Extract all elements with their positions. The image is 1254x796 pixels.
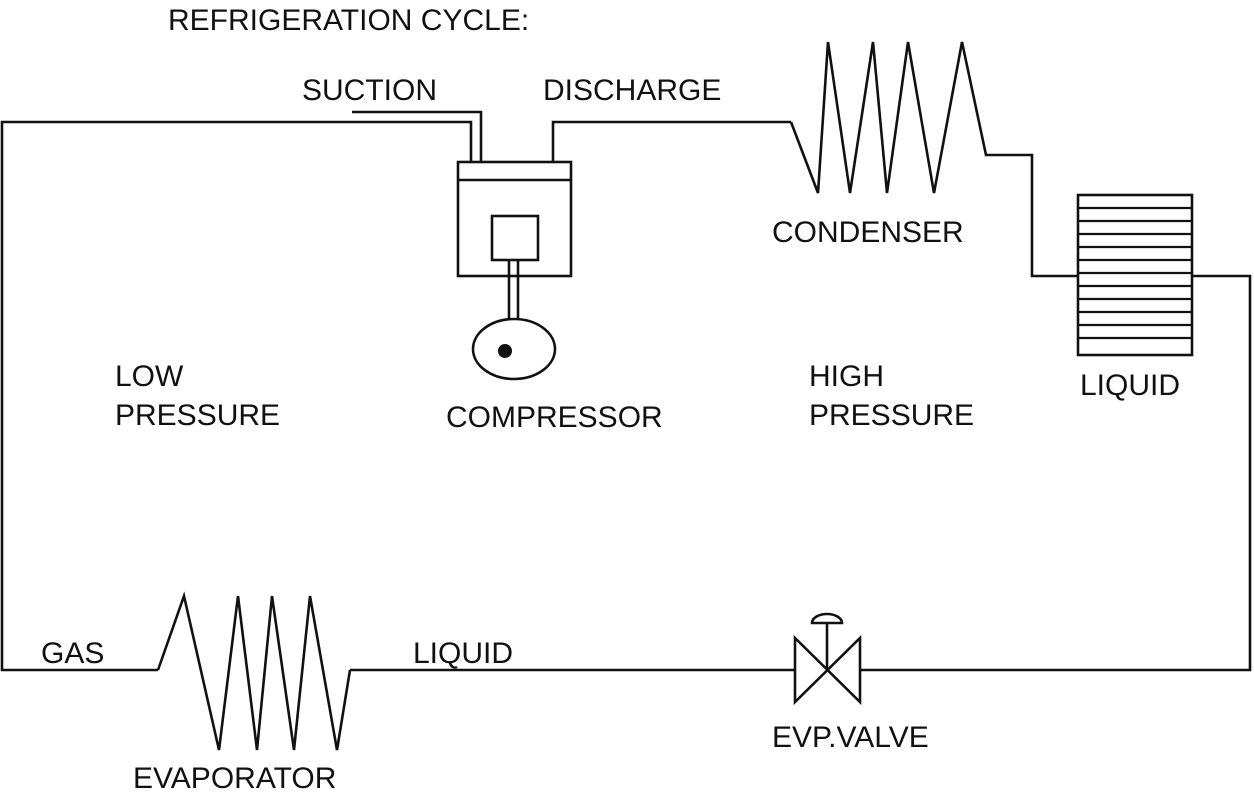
liquid-receiver-label: LIQUID (1080, 369, 1180, 402)
expansion-valve (793, 612, 862, 706)
low-pressure-label-line2: PRESSURE (115, 399, 280, 432)
condenser-coil (789, 41, 1078, 278)
compressor-label: COMPRESSOR (446, 401, 663, 434)
high-pressure-label-line2: PRESSURE (809, 399, 974, 432)
gas-label: GAS (41, 637, 104, 670)
discharge-line (551, 120, 791, 162)
condenser-label: CONDENSER (772, 216, 964, 249)
discharge-label: DISCHARGE (543, 74, 721, 107)
suction-line (0, 120, 473, 672)
evaporator-coil (156, 591, 352, 751)
suction-port-line (352, 110, 483, 162)
compressor (456, 160, 573, 381)
evaporator-label: EVAPORATOR (133, 762, 336, 795)
low-pressure-label-line1: LOW (115, 360, 184, 393)
expansion-valve-label: EVP.VALVE (772, 721, 929, 754)
suction-label: SUCTION (302, 74, 437, 107)
diagram-title: REFRIGERATION CYCLE: (168, 4, 529, 37)
liquid-line-label: LIQUID (413, 637, 513, 670)
liquid-line-high (860, 274, 1252, 672)
liquid-receiver (1076, 193, 1194, 357)
high-pressure-label-line1: HIGH (809, 360, 884, 393)
